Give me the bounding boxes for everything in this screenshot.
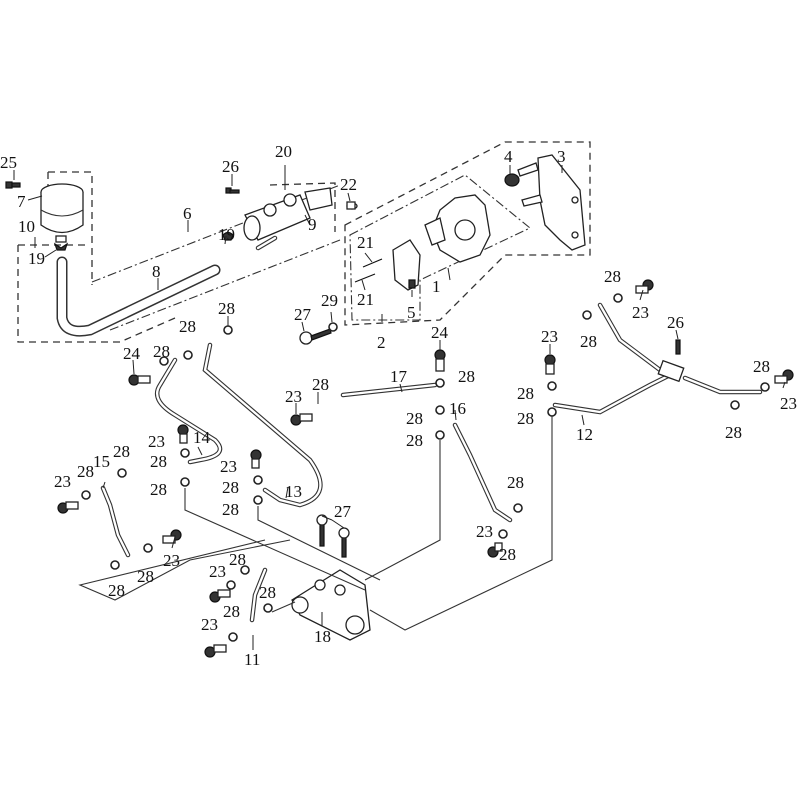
callout-7: 7 <box>17 192 26 211</box>
pad-pins <box>354 258 383 283</box>
brake-hose-15 <box>100 485 131 558</box>
callout-28: 28 <box>222 478 239 497</box>
brake-hose-11 <box>249 567 268 623</box>
callout-23-j: 23 <box>632 303 649 322</box>
callout-28: 28 <box>604 267 621 286</box>
callout-19-clamp: 19 <box>218 225 235 244</box>
master-cylinder <box>243 165 333 251</box>
caliper-bracket <box>517 154 586 251</box>
assembly-lines <box>78 415 553 631</box>
callout-28: 28 <box>725 423 742 442</box>
pin-22 <box>346 201 358 210</box>
callout-28: 28 <box>229 550 246 569</box>
callout-28: 28 <box>580 332 597 351</box>
callout-23-f: 23 <box>209 562 226 581</box>
brake-hose-17 <box>340 382 438 398</box>
group-box-reservoir-10 <box>17 171 176 343</box>
callout-labels: 1 2 3 4 5 6 7 8 9 10 11 12 13 14 15 16 1… <box>0 142 797 669</box>
callout-28: 28 <box>312 375 329 394</box>
callout-27-lower: 27 <box>334 502 352 521</box>
callout-18: 18 <box>314 627 331 646</box>
callout-23-c: 23 <box>220 457 237 476</box>
callout-5: 5 <box>407 303 416 322</box>
callout-28: 28 <box>517 409 534 428</box>
callout-2: 2 <box>377 333 386 352</box>
callout-28: 28 <box>222 500 239 519</box>
callout-26-tee: 26 <box>667 313 684 332</box>
callout-27-top: 27 <box>294 305 312 324</box>
callout-11: 11 <box>244 650 260 669</box>
callout-28: 28 <box>499 545 516 564</box>
callout-21-lower: 21 <box>357 290 374 309</box>
callout-28: 28 <box>150 452 167 471</box>
callout-9: 9 <box>308 215 317 234</box>
callout-28: 28 <box>150 480 167 499</box>
brake-hose-16 <box>452 422 513 523</box>
callout-15: 15 <box>93 452 110 471</box>
callout-28: 28 <box>458 367 475 386</box>
callout-23-e: 23 <box>163 551 180 570</box>
callout-28: 28 <box>137 567 154 586</box>
callout-28: 28 <box>223 602 240 621</box>
callout-4: 4 <box>504 147 513 166</box>
callout-28: 28 <box>218 299 235 318</box>
callout-16: 16 <box>449 399 466 418</box>
callout-28: 28 <box>507 473 524 492</box>
callout-23-b: 23 <box>148 432 165 451</box>
callout-28: 28 <box>108 581 125 600</box>
callout-25: 25 <box>0 153 17 172</box>
bleeder-cap-4 <box>504 173 520 187</box>
brake-caliper <box>424 194 491 263</box>
callout-21-upper: 21 <box>357 233 374 252</box>
callout-28: 28 <box>753 357 770 376</box>
bolt-27-top <box>299 322 338 345</box>
callout-28: 28 <box>406 431 423 450</box>
banjo-bolts <box>57 279 794 658</box>
distributor-block <box>291 569 371 641</box>
group-box-pads-2 <box>349 174 532 321</box>
callout-13: 13 <box>285 482 302 501</box>
callout-23-k: 23 <box>780 394 797 413</box>
callout-29: 29 <box>321 291 338 310</box>
group-box-caliper-1 <box>344 141 591 326</box>
callout-28: 28 <box>153 342 170 361</box>
reservoir <box>40 183 84 251</box>
callout-28: 28 <box>406 409 423 428</box>
callout-20: 20 <box>275 142 292 161</box>
brake-pipe-12-tee <box>552 302 763 415</box>
callout-28: 28 <box>517 384 534 403</box>
callout-14: 14 <box>193 428 211 447</box>
callout-28: 28 <box>179 317 196 336</box>
callout-leaders <box>13 165 786 650</box>
callout-17: 17 <box>390 367 408 386</box>
bolt-26 <box>225 187 240 194</box>
washers <box>81 293 770 642</box>
callout-28: 28 <box>259 583 276 602</box>
callout-3: 3 <box>557 147 566 166</box>
callout-1: 1 <box>432 277 441 296</box>
callout-23-d: 23 <box>54 472 71 491</box>
callout-23-g: 23 <box>201 615 218 634</box>
bolt-25 <box>5 181 21 189</box>
callout-28: 28 <box>113 442 130 461</box>
callout-22: 22 <box>340 175 357 194</box>
callout-8: 8 <box>152 262 161 281</box>
callout-24-right: 24 <box>431 323 449 342</box>
callout-10: 10 <box>18 217 35 236</box>
callout-6: 6 <box>183 204 192 223</box>
callout-24-left: 24 <box>123 344 141 363</box>
brake-pipe-13 <box>202 342 323 508</box>
callout-12: 12 <box>576 425 593 444</box>
callout-23-a: 23 <box>285 387 302 406</box>
bolts-27-lower <box>316 514 350 558</box>
callout-23-i: 23 <box>541 327 558 346</box>
callout-26-top: 26 <box>222 157 239 176</box>
callout-23-h: 23 <box>476 522 493 541</box>
callout-19-reservoir: 19 <box>28 249 45 268</box>
callout-28: 28 <box>77 462 94 481</box>
brake-pads <box>392 239 421 291</box>
reservoir-hose <box>56 256 221 337</box>
brake-pipe-14 <box>154 357 223 465</box>
